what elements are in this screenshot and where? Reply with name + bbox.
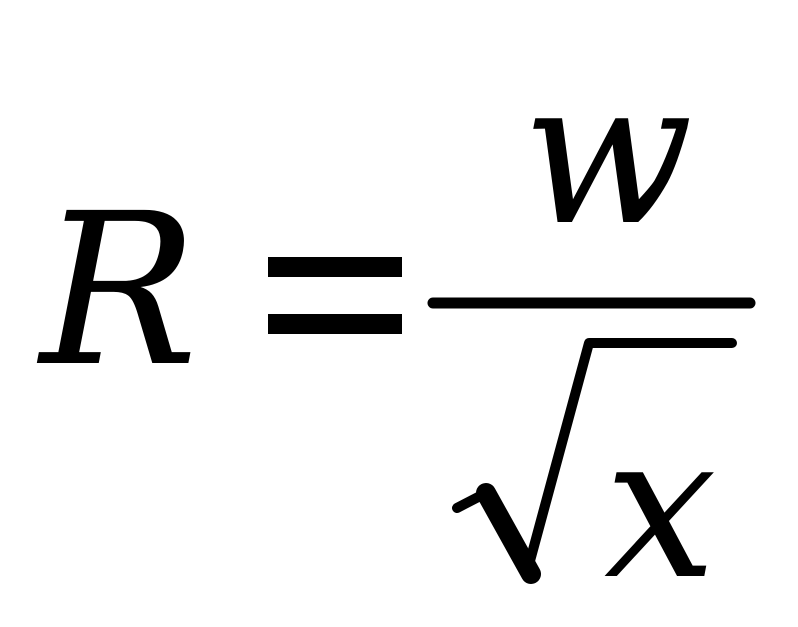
numerator-variable: w [522, 37, 694, 270]
equals-sign [268, 257, 402, 334]
denominator-variable: x [604, 391, 717, 624]
equals-bottom-bar [268, 314, 402, 334]
equals-top-bar [268, 257, 402, 277]
square-root-tail-stroke [476, 483, 541, 584]
lhs-variable: R [40, 168, 199, 413]
